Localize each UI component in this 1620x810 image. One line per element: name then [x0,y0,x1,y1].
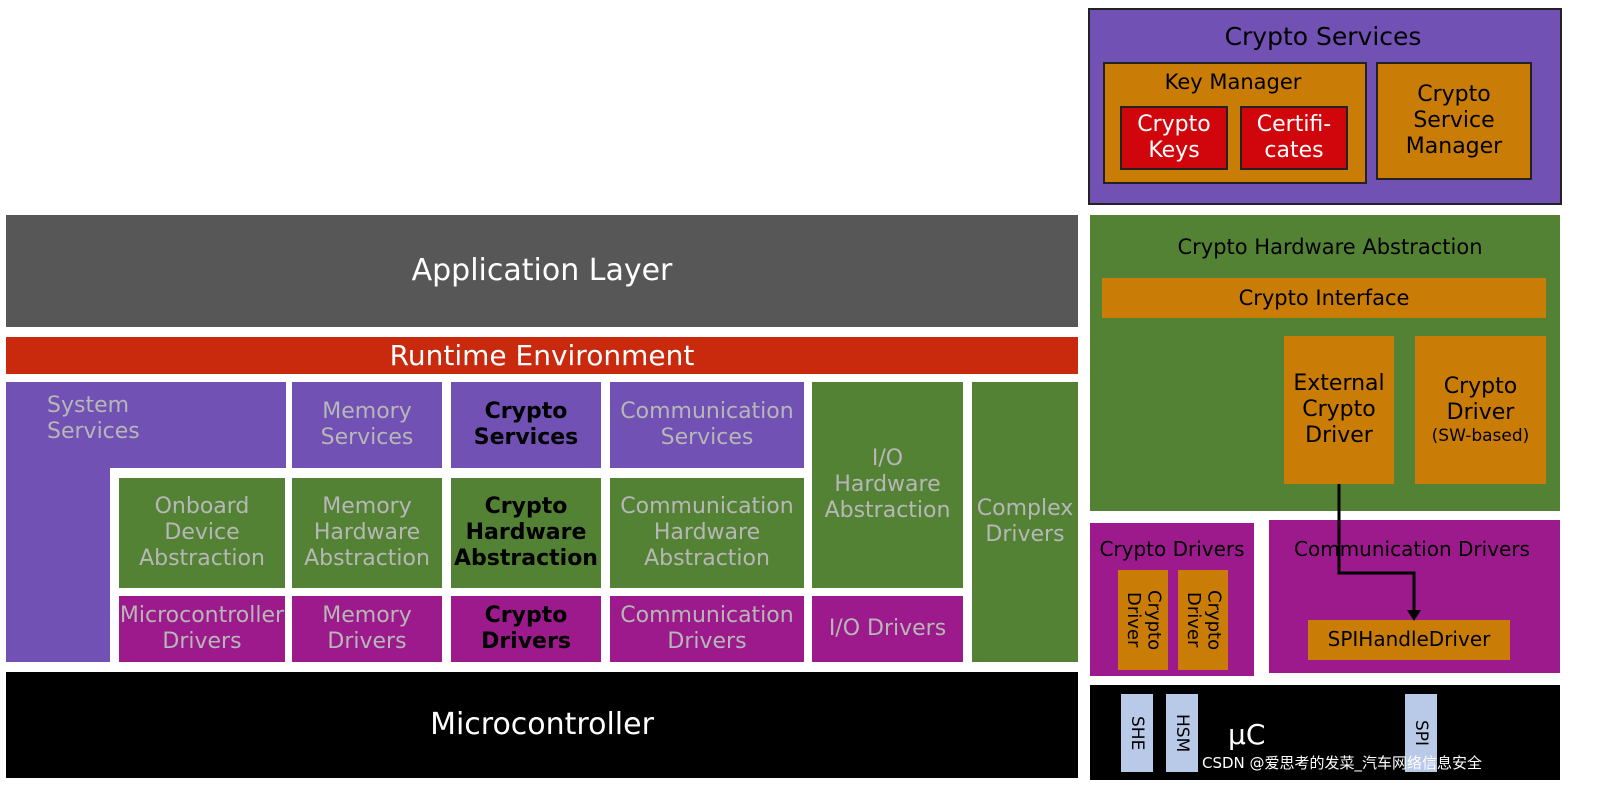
io-hardware-abstraction: I/O Hardware Abstraction [812,382,963,588]
system-services-label: System Services [47,393,140,444]
crypto-hardware-abstraction: Crypto Hardware Abstraction [451,478,601,588]
system-services-block-left [6,382,110,662]
crypto-hw-abstraction-title: Crypto Hardware Abstraction [1177,235,1483,259]
application-layer: Application Layer [6,215,1078,327]
communication-drivers: Communication Drivers [610,596,804,662]
microcontroller-drivers: Microcontroller Drivers [119,596,285,662]
uc-label: μC [1228,718,1266,751]
external-crypto-driver-box: External Crypto Driver [1284,336,1394,484]
communication-hardware-abstraction: Communication Hardware Abstraction [610,478,804,588]
crypto-driver-vertical-1: Crypto Driver [1118,570,1168,670]
memory-hardware-abstraction: Memory Hardware Abstraction [292,478,442,588]
microcontroller: Microcontroller [6,672,1078,778]
complex-drivers: Complex Drivers [972,382,1078,662]
crypto-services: Crypto Services [451,382,601,468]
onboard-device-abstraction: Onboard Device Abstraction [119,478,285,588]
crypto-drivers: Crypto Drivers [451,596,601,662]
application-layer-label: Application Layer [411,253,673,289]
crypto-driver-sw-box: Crypto Driver (SW-based) [1415,336,1546,484]
hsm-box: HSM [1166,694,1198,772]
watermark: CSDN @爱思考的发菜_汽车网络信息安全 [1202,754,1483,772]
crypto-services-title: Crypto Services [1224,22,1422,51]
io-drivers: I/O Drivers [812,596,963,662]
runtime-environment-label: Runtime Environment [389,338,695,372]
microcontroller-label: Microcontroller [430,707,654,743]
communication-services: Communication Services [610,382,804,468]
spi-handle-driver-box: SPIHandleDriver [1308,620,1510,660]
runtime-environment: Runtime Environment [6,337,1078,374]
key-manager-label: Key Manager [1164,70,1302,94]
spi-box: SPI [1405,694,1437,772]
crypto-service-manager-box: Crypto Service Manager [1376,62,1532,180]
memory-services: Memory Services [292,382,442,468]
communication-drivers-title: Communication Drivers [1294,537,1530,561]
crypto-drivers-title: Crypto Drivers [1099,537,1245,561]
crypto-interface-box: Crypto Interface [1102,278,1546,318]
she-box: SHE [1121,694,1153,772]
crypto-driver-vertical-2: Crypto Driver [1178,570,1228,670]
crypto-keys-box: Crypto Keys [1120,106,1228,170]
certificates-box: Certifi- cates [1240,106,1348,170]
memory-drivers: Memory Drivers [292,596,442,662]
